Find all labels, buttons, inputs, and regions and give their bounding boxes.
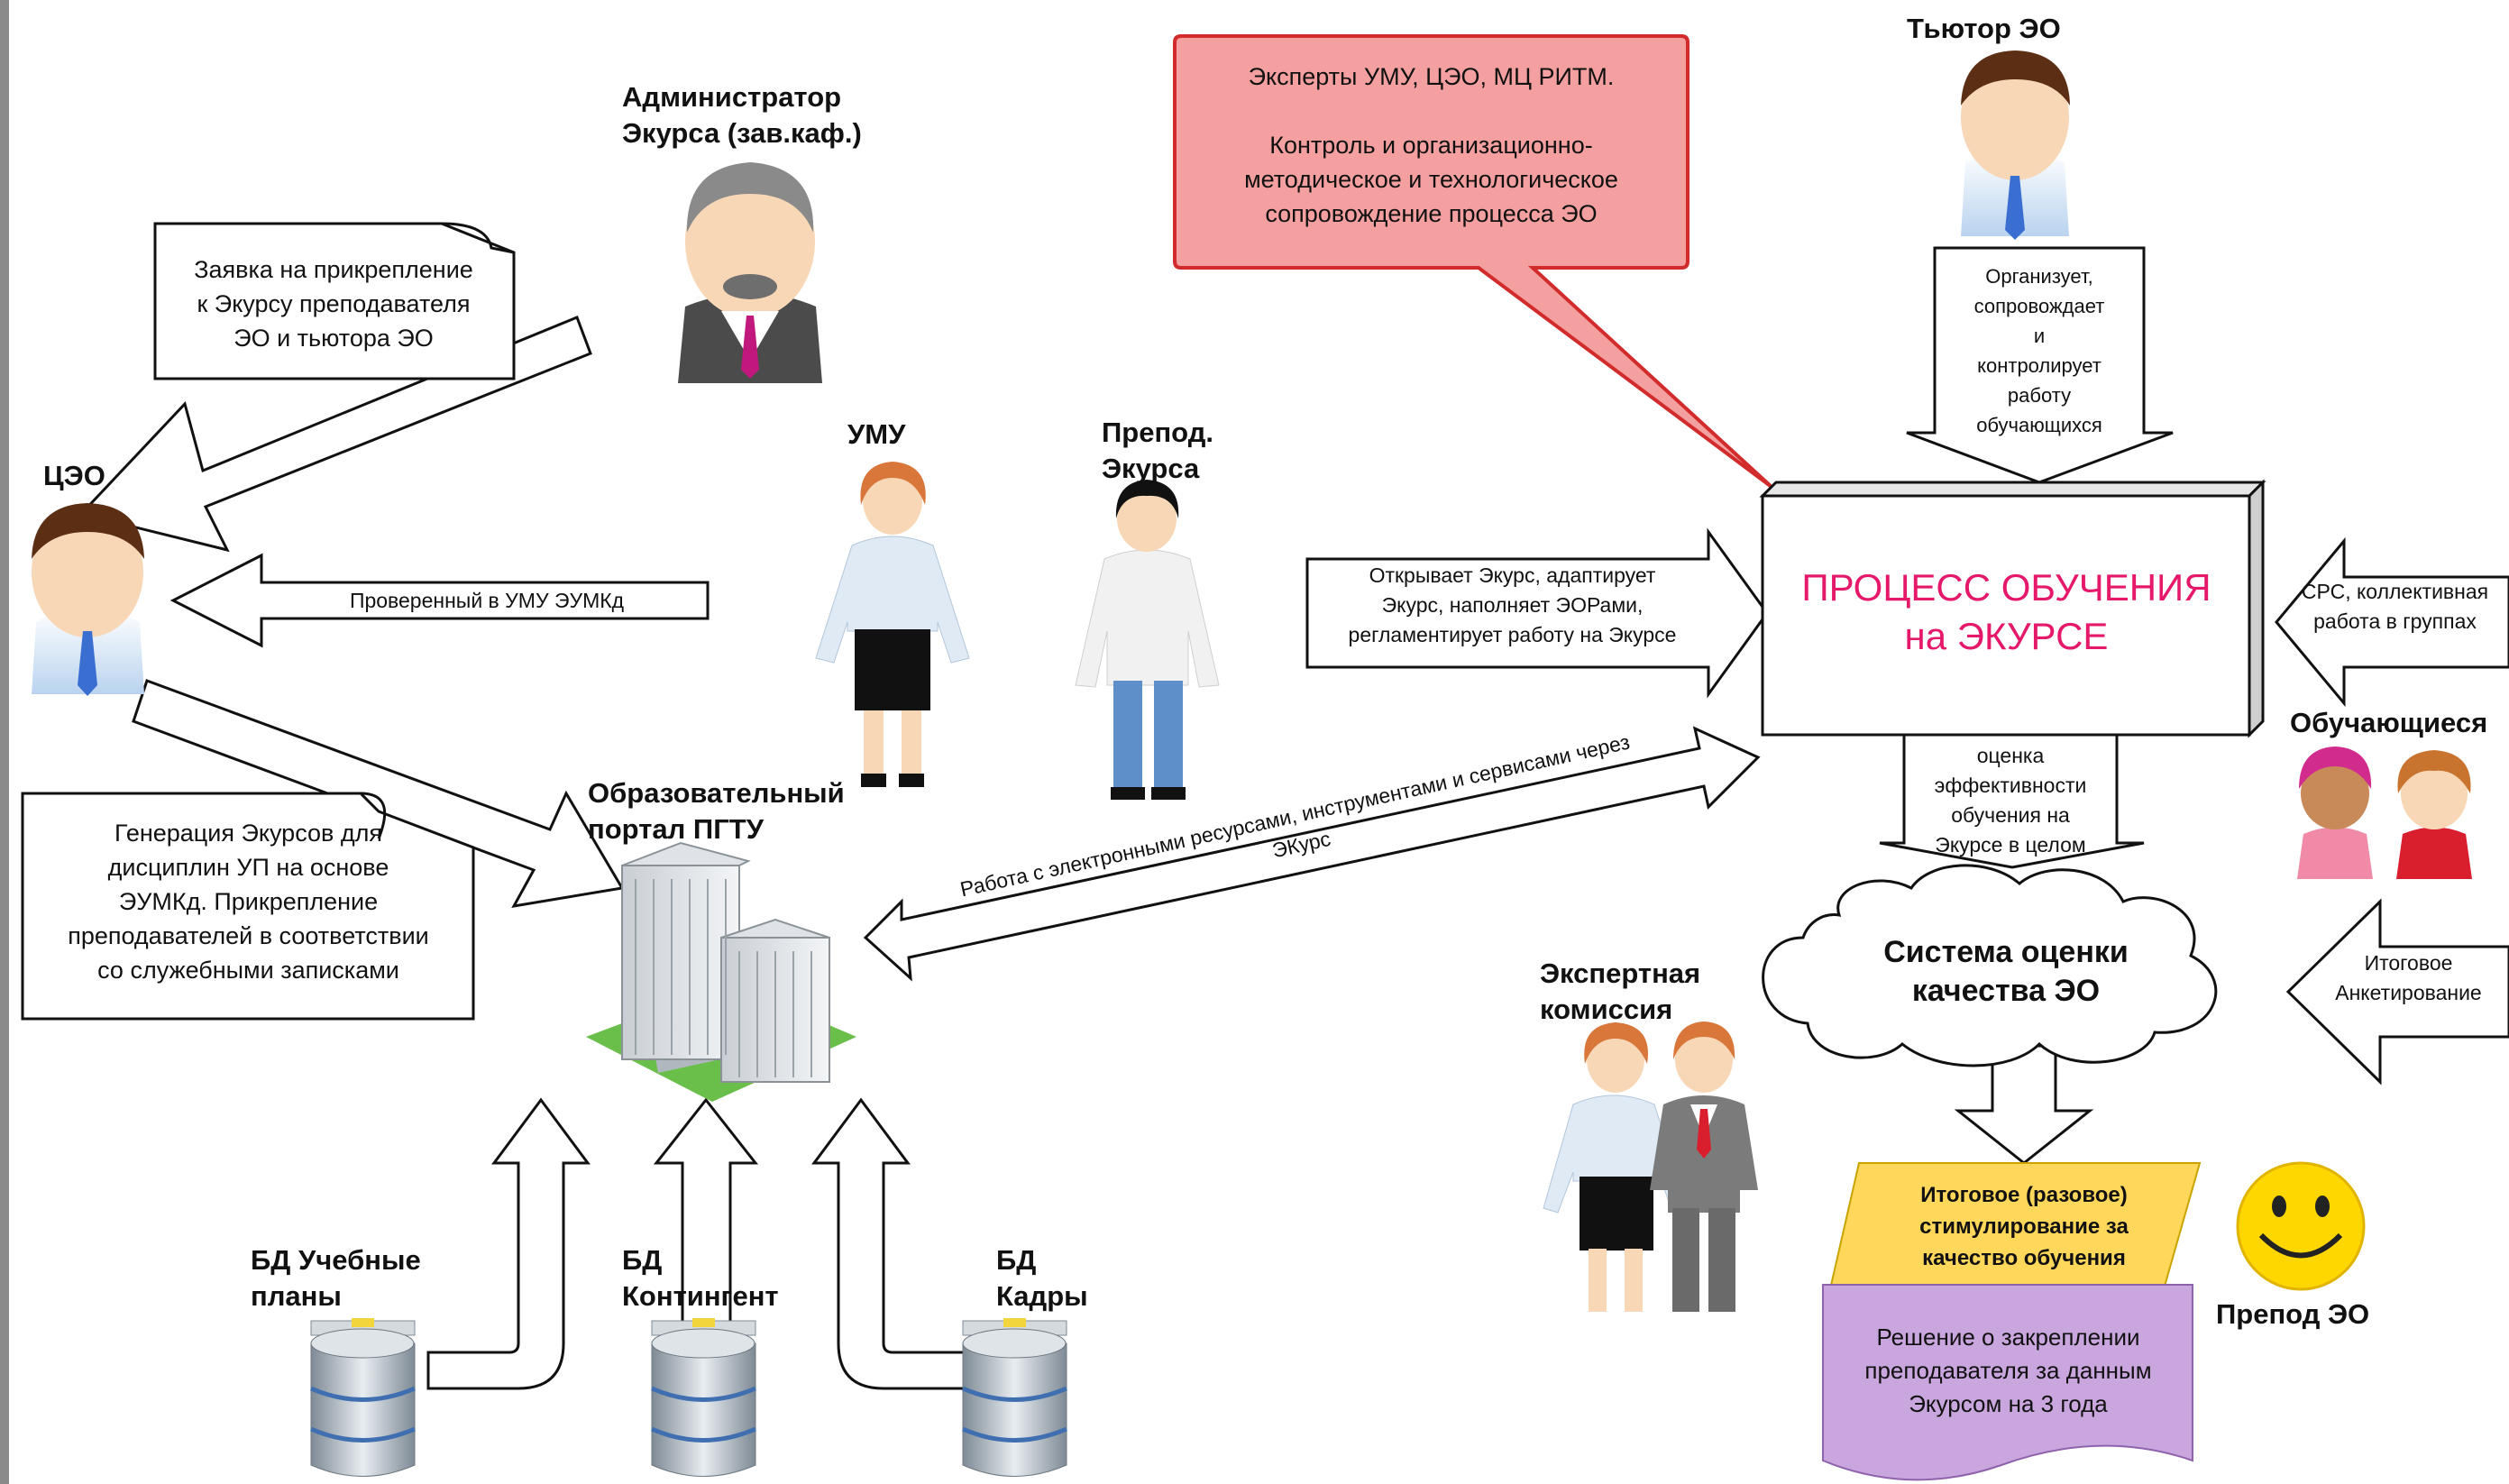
- person-expert-man-icon: [1650, 1021, 1758, 1312]
- arrow-db-staff: [811, 1097, 975, 1390]
- quality-system-title: Система оценки качества ЭО: [1883, 935, 2129, 1008]
- arrow-tutor-down: [1906, 246, 2174, 484]
- arrow-opens: [1305, 527, 1769, 699]
- label-ceo: ЦЭО: [43, 460, 105, 491]
- cloud-shape: [1762, 864, 2218, 1067]
- arrow-survey-label: Итоговое Анкетирование: [2335, 951, 2482, 1004]
- label-db-contingent: БД Контингент: [622, 1244, 779, 1312]
- card-decision-text: Решение о закреплении преподавателя за д…: [1864, 1324, 2152, 1417]
- card-reward-text: Итоговое (разовое) стимулирование за кач…: [1919, 1183, 2129, 1270]
- callout-experts: [1173, 34, 1773, 489]
- note-application: [153, 222, 516, 380]
- arrow-tutor-label: Организует, сопровождает и контролирует …: [1973, 265, 2105, 436]
- note-generation-text: Генерация Экурсов для дисциплин УП на ос…: [68, 820, 429, 984]
- arrow-survey: [2285, 898, 2509, 1086]
- arrow-assessment-label: оценка эффективности обучения на Экурсе …: [1934, 744, 2087, 857]
- arrow-to-cards: [1954, 1044, 2094, 1165]
- label-umu: УМУ: [847, 418, 906, 450]
- label-db-staff: БД Кадры: [996, 1244, 1088, 1312]
- arrow-work: [863, 726, 1761, 982]
- arrow-opens-label: Открывает Экурс, адаптирует Экурс, напол…: [1348, 563, 1677, 646]
- person-ceo-icon: [32, 503, 144, 696]
- students-icon: [2297, 747, 2472, 879]
- note-generation: [21, 792, 475, 1021]
- arrow-assessment: [1879, 730, 2145, 869]
- person-expert-woman-icon: [1543, 1022, 1689, 1312]
- person-umu-icon: [815, 462, 970, 787]
- label-admin: Администратор Экурса (зав.каф.): [622, 81, 862, 149]
- database-icon: [309, 1318, 416, 1477]
- label-expert-commission: Экспертная комиссия: [1540, 957, 1701, 1025]
- note-application-text: Заявка на прикрепление к Экурсу преподав…: [194, 256, 473, 352]
- label-teacher-eo: Препод ЭО: [2216, 1298, 2370, 1330]
- arrow-checked: [169, 553, 710, 648]
- person-tutor-icon: [1961, 50, 2070, 240]
- arrow-ceo-to-portal: [132, 679, 625, 908]
- arrow-checked-label: Проверенный в УМУ ЭУМКд: [349, 589, 625, 612]
- smiley-icon: [2236, 1161, 2366, 1291]
- label-teacher: Препод. Экурса: [1102, 417, 1213, 484]
- process-title: ПРОЦЕСС ОБУЧЕНИЯ на ЭКУРСЕ: [1801, 566, 2211, 657]
- process-box: [1759, 479, 2266, 738]
- arrow-db-contingent: [653, 1097, 759, 1341]
- building-icon: [586, 841, 856, 1102]
- arrow-db-plans: [426, 1097, 591, 1390]
- database-icon: [961, 1318, 1067, 1477]
- label-portal: Образовательный портал ПГТУ: [588, 777, 845, 845]
- arrow-srs: [2275, 536, 2509, 708]
- left-edge-strip: [0, 0, 9, 1484]
- database-icon: [650, 1318, 756, 1477]
- person-teacher-icon: [1075, 480, 1220, 800]
- person-admin-icon: [678, 162, 822, 383]
- callout-experts-text: Эксперты УМУ, ЦЭО, МЦ РИТМ. Контроль и о…: [1244, 63, 1618, 227]
- label-db-plans: БД Учебные планы: [251, 1244, 421, 1312]
- label-students: Обучающиеся: [2290, 707, 2488, 738]
- arrow-srs-label: СРС, коллективная работа в группах: [2301, 580, 2489, 633]
- label-tutor: Тьютор ЭО: [1907, 13, 2061, 44]
- card-decision: [1822, 1284, 2193, 1481]
